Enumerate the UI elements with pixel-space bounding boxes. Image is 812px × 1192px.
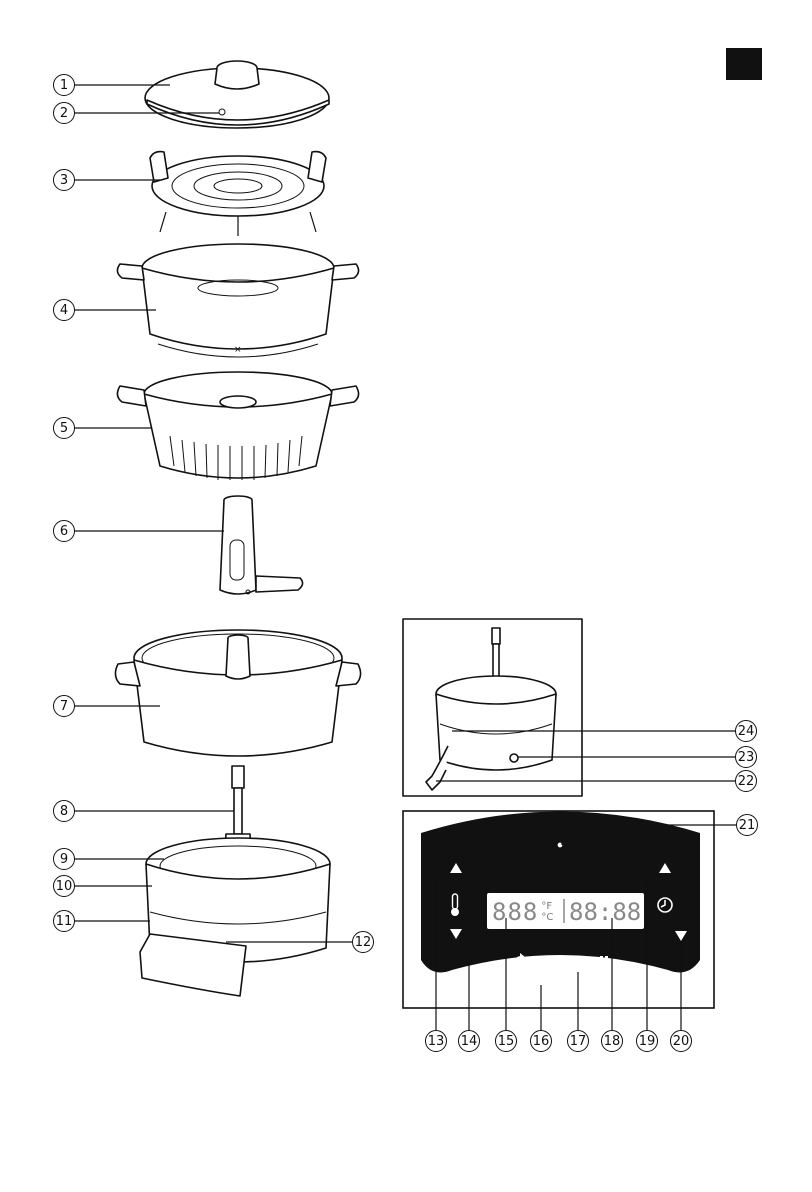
fahrenheit-label: °F bbox=[541, 901, 553, 912]
temperature-digits: 888 bbox=[492, 898, 538, 926]
time-display: 88:88 bbox=[569, 898, 641, 926]
callout-5: 5 bbox=[53, 417, 75, 439]
callout-12: 12 bbox=[352, 931, 374, 953]
callout-9: 9 bbox=[53, 848, 75, 870]
clock-icon bbox=[656, 896, 674, 914]
temp-up-button[interactable] bbox=[448, 860, 464, 876]
language-tab bbox=[726, 48, 762, 80]
strainer-basket-illustration bbox=[117, 372, 358, 480]
thermometer-icon bbox=[448, 893, 462, 917]
triangle-up-icon bbox=[657, 860, 673, 876]
celsius-label: °C bbox=[541, 912, 553, 923]
callout-13: 13 bbox=[425, 1030, 447, 1052]
callout-10: 10 bbox=[53, 875, 75, 897]
stir-button[interactable] bbox=[510, 952, 532, 974]
time-up-button[interactable] bbox=[657, 860, 673, 876]
callout-1: 1 bbox=[53, 74, 75, 96]
main-unit-illustration bbox=[140, 766, 330, 996]
start-pause-button[interactable] bbox=[586, 954, 610, 972]
temperature-display: 888 °F °C bbox=[492, 898, 553, 926]
callout-14: 14 bbox=[458, 1030, 480, 1052]
svg-text:×: × bbox=[234, 345, 242, 355]
callout-2: 2 bbox=[53, 102, 75, 124]
callout-16: 16 bbox=[530, 1030, 552, 1052]
rear-view-inset bbox=[403, 619, 582, 796]
callout-4: 4 bbox=[53, 299, 75, 321]
callout-17: 17 bbox=[567, 1030, 589, 1052]
triangle-up-icon bbox=[448, 860, 464, 876]
inner-pot-illustration bbox=[115, 630, 360, 756]
callout-22: 22 bbox=[735, 770, 757, 792]
callout-11: 11 bbox=[53, 910, 75, 932]
temp-down-button[interactable] bbox=[448, 926, 464, 942]
steam-rack-illustration bbox=[150, 152, 326, 236]
callout-23: 23 bbox=[735, 746, 757, 768]
rotate-icon bbox=[510, 952, 532, 974]
callout-8: 8 bbox=[53, 800, 75, 822]
callout-15: 15 bbox=[495, 1030, 517, 1052]
callout-6: 6 bbox=[53, 520, 75, 542]
play-pause-icon bbox=[586, 954, 610, 972]
callout-18: 18 bbox=[601, 1030, 623, 1052]
steam-basket-illustration: × bbox=[117, 244, 358, 357]
callout-21: 21 bbox=[736, 814, 758, 836]
callout-7: 7 bbox=[53, 695, 75, 717]
stirrer-illustration bbox=[220, 496, 303, 594]
callout-24: 24 bbox=[735, 720, 757, 742]
callout-20: 20 bbox=[670, 1030, 692, 1052]
callout-3: 3 bbox=[53, 169, 75, 191]
lid-illustration bbox=[145, 61, 329, 128]
time-down-button[interactable] bbox=[673, 928, 689, 944]
triangle-down-icon bbox=[673, 928, 689, 944]
triangle-down-icon bbox=[448, 926, 464, 942]
time-digits: 88:88 bbox=[569, 898, 641, 926]
callout-19: 19 bbox=[636, 1030, 658, 1052]
